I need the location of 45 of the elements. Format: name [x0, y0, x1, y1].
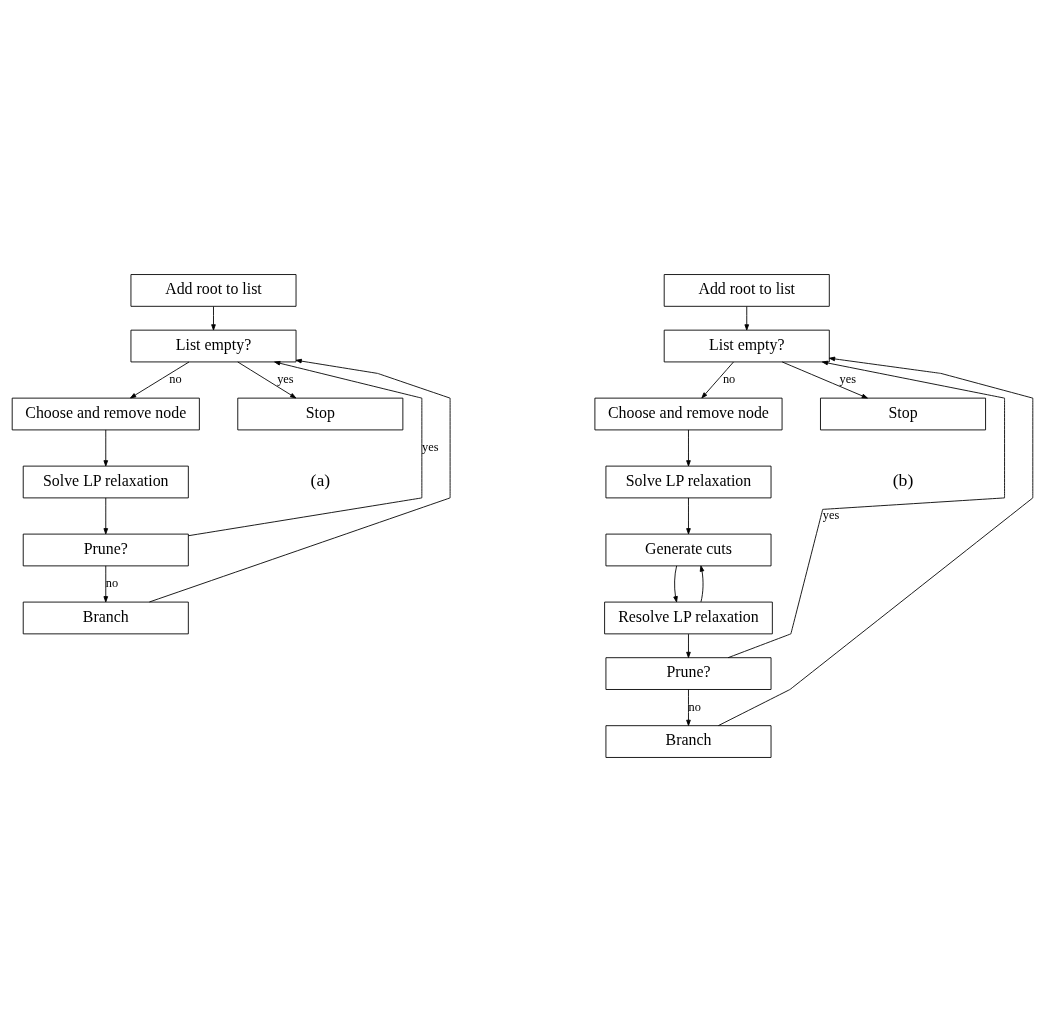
edge-label: no — [688, 699, 701, 714]
edge-label: no — [105, 576, 119, 591]
arrow — [686, 429, 691, 467]
arrow — [187, 360, 423, 537]
edge-label: yes — [839, 372, 857, 387]
arrow — [103, 497, 109, 535]
node-box: Solve LP relaxation — [605, 465, 772, 499]
arrow — [699, 565, 705, 603]
arrow — [211, 306, 216, 331]
arrow — [130, 361, 190, 399]
node-box: Branch — [605, 725, 772, 758]
node-box: List empty? — [130, 329, 297, 363]
arrow — [686, 689, 691, 726]
node-box: List empty? — [663, 329, 830, 363]
label: (a) — [310, 470, 331, 491]
arrow — [686, 633, 691, 658]
node-box: Solve LP relaxation — [22, 465, 189, 499]
node-box: Choose and remove node — [11, 397, 200, 431]
edge-label: yes — [822, 508, 840, 523]
node-box: Prune? — [605, 657, 772, 690]
node-box: Stop — [820, 397, 986, 431]
arrow — [148, 358, 451, 603]
arrow — [103, 429, 109, 467]
arrow — [744, 306, 750, 331]
arrow — [727, 360, 1005, 659]
edge-label: no — [169, 372, 182, 387]
node-box: Prune? — [22, 533, 189, 567]
edge-label: yes — [277, 372, 294, 387]
edge-label: no — [722, 372, 736, 387]
arrow — [717, 356, 1034, 727]
arrow — [103, 565, 109, 603]
node-box: Resolve LP relaxation — [604, 601, 773, 635]
arrow — [237, 361, 297, 399]
node-box: Choose and remove node — [594, 397, 783, 431]
arrow — [781, 361, 868, 399]
node-box: Stop — [237, 397, 404, 431]
node-box: Branch — [22, 601, 189, 635]
arrow — [701, 361, 734, 399]
arrow — [673, 565, 678, 603]
arrow — [686, 497, 691, 535]
edge-label: yes — [422, 440, 439, 455]
node-box: Add root to list — [130, 274, 297, 307]
node-box: Generate cuts — [605, 533, 772, 567]
label: (b) — [892, 470, 914, 491]
node-box: Add root to list — [663, 274, 830, 307]
